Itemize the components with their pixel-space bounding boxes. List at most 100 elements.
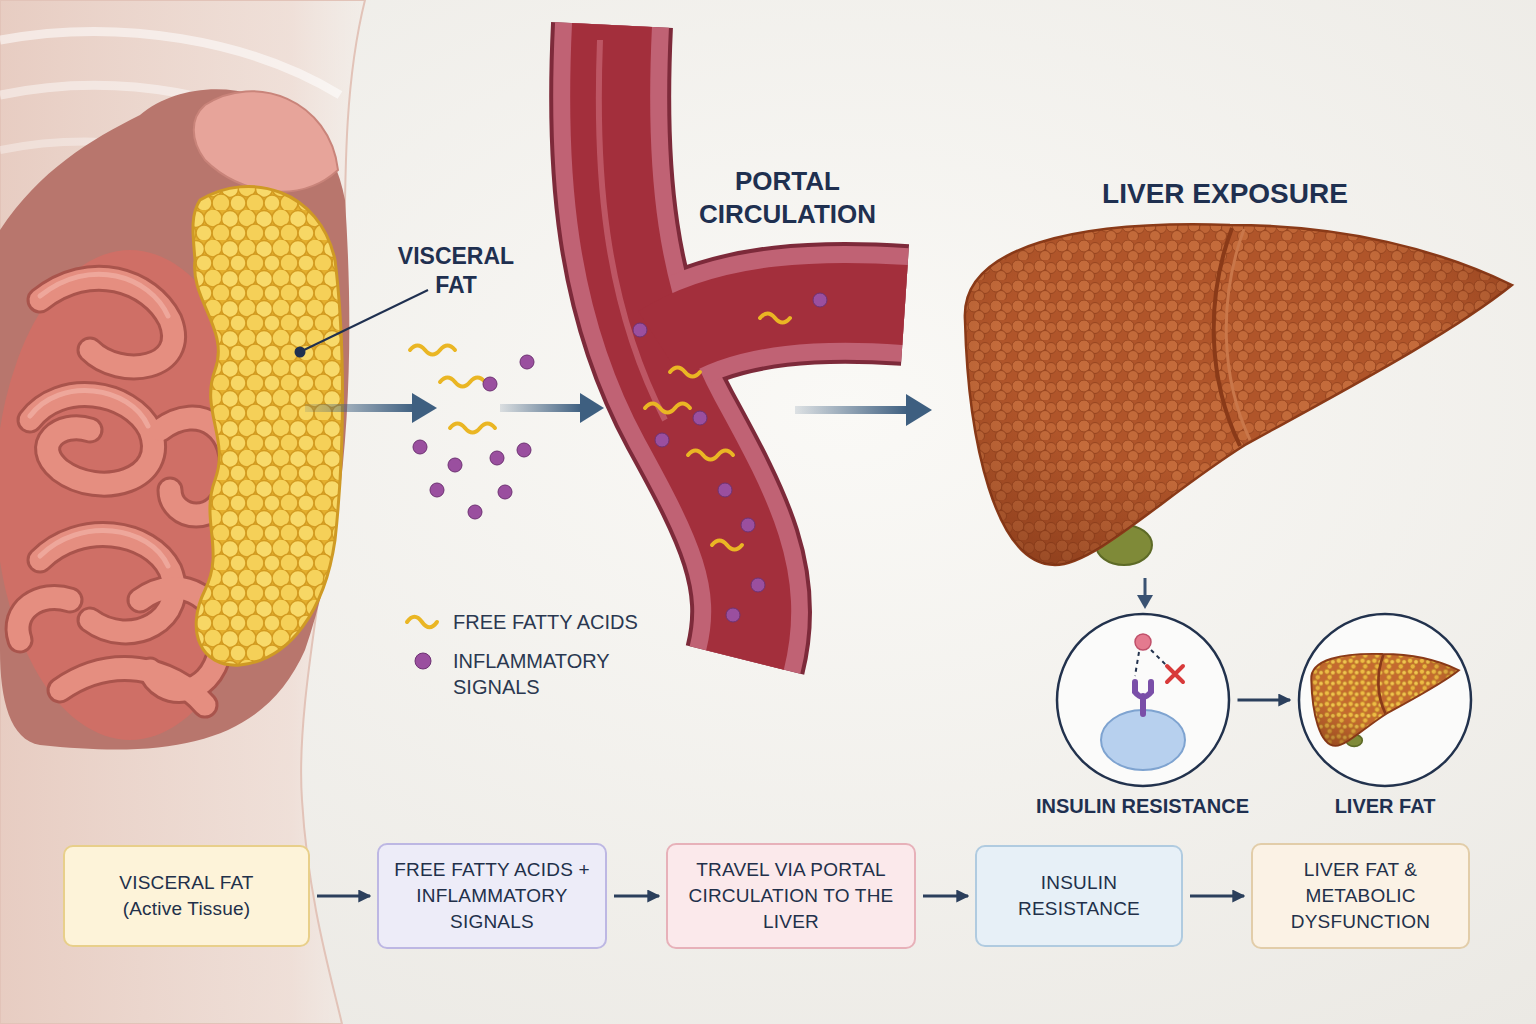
legend-text: INFLAMMATORY SIGNALS — [453, 648, 658, 700]
legend-row: INFLAMMATORY SIGNALS — [403, 648, 658, 700]
flow-arrow — [1238, 699, 1291, 702]
free-molecules-part-part — [490, 451, 504, 465]
flow-arrows-part — [795, 406, 908, 414]
box-text: LIVER FAT & METABOLIC DYSFUNCTION — [1265, 857, 1456, 936]
liver-illustration-part — [965, 224, 1512, 565]
leader-line-part — [304, 290, 428, 350]
molecules-in-vein-part-part — [655, 433, 669, 447]
molecules-in-vein-part-part — [726, 608, 740, 622]
process-box: VISCERAL FAT(Active Tissue) — [63, 845, 310, 947]
portal-vein-illustration — [599, 25, 905, 660]
box-subtext: (Active Tissue) — [123, 896, 251, 922]
molecules-in-vein-part-part — [718, 483, 732, 497]
flow-arrows-part — [1137, 595, 1153, 609]
legend-text: FREE FATTY ACIDS — [453, 609, 658, 635]
free-molecules-part-part — [517, 443, 531, 457]
circle-node: LIVER FAT — [1297, 612, 1473, 818]
process-box: TRAVEL VIA PORTAL CIRCULATION TO THE LIV… — [666, 843, 916, 950]
legend-swatch — [403, 609, 443, 635]
graphic-part — [1378, 655, 1385, 714]
legend-dot — [415, 653, 431, 669]
graphic-part — [1311, 654, 1459, 746]
molecules-in-vein — [633, 293, 827, 622]
graphic-part — [1167, 666, 1183, 682]
graphic-part — [1135, 682, 1151, 714]
molecules-in-vein-part-part — [670, 368, 700, 377]
torso-illustration-part-part — [30, 274, 168, 566]
flow-arrows-part — [580, 393, 604, 423]
free-molecules — [410, 346, 534, 520]
molecules-in-vein-part — [633, 293, 827, 622]
graphic-part — [1101, 710, 1185, 770]
molecules-in-vein-part-part — [633, 323, 647, 337]
insulin-receptor-art — [1101, 634, 1185, 770]
graphic-part — [1135, 634, 1151, 650]
torso-illustration-part-part-part — [40, 274, 168, 316]
process-box: FREE FATTY ACIDS + INFLAMMATORY SIGNALS — [377, 843, 607, 950]
legend-swatch — [403, 648, 443, 674]
portal-vein-illustration-part — [660, 303, 905, 345]
liver-illustration-part — [1226, 229, 1250, 440]
molecules-in-vein-part-part — [760, 314, 790, 323]
free-molecules-part-part — [413, 440, 427, 454]
free-molecules-part-part — [483, 377, 497, 391]
torso-illustration-part-part-part — [40, 278, 174, 367]
portal-vein-illustration-part — [599, 40, 665, 420]
molecules-in-vein-part-part — [741, 518, 755, 532]
free-molecules-part-part — [520, 355, 534, 369]
flow-arrows-part — [906, 394, 932, 426]
portal-vein-illustration-part — [660, 303, 905, 345]
torso-illustration — [0, 0, 365, 1024]
fatty-liver-art — [1311, 654, 1459, 747]
free-molecules-part-part — [448, 458, 462, 472]
torso-illustration-part — [193, 187, 343, 666]
free-molecules-part-part — [468, 505, 482, 519]
box-text: VISCERAL FAT — [119, 870, 253, 896]
free-molecules-part-part — [450, 424, 495, 433]
free-molecules-part — [410, 346, 495, 433]
box-text: INSULIN RESISTANCE — [989, 870, 1169, 922]
section-heading: LIVER EXPOSURE — [1075, 176, 1375, 212]
portal-vein-illustration-part — [660, 303, 905, 345]
torso-illustration-part-part-part — [18, 597, 70, 640]
free-molecules-part-part — [498, 485, 512, 499]
part-label: VISCERAL FAT — [386, 242, 526, 300]
molecules-in-vein-part — [645, 314, 790, 550]
liver-illustration-part — [965, 224, 1512, 565]
free-molecules-part-part — [430, 483, 444, 497]
flow-arrow — [923, 895, 968, 898]
torso-illustration-part-part-part — [40, 531, 168, 566]
flow-arrows-part — [412, 393, 437, 423]
torso-illustration-part-part-part — [30, 391, 148, 426]
leader-line — [295, 290, 429, 358]
flow-arrow — [317, 895, 370, 898]
torso-illustration-part — [194, 91, 338, 192]
section-heading: PORTAL CIRCULATION — [680, 165, 895, 231]
circle-outline — [1057, 614, 1229, 786]
graphic-part — [1311, 654, 1459, 747]
circle-label: LIVER FAT — [1297, 794, 1473, 818]
molecules-in-vein-part-part — [693, 411, 707, 425]
process-box: INSULIN RESISTANCE — [975, 845, 1183, 947]
circle-label: INSULIN RESISTANCE — [1010, 794, 1275, 818]
flow-arrow — [1190, 895, 1244, 898]
circle-shape — [1055, 612, 1231, 788]
molecules-in-vein-part-part — [813, 293, 827, 307]
flow-arrows-part — [500, 404, 582, 412]
free-molecules-part-part — [440, 378, 485, 387]
liver-illustration — [965, 224, 1512, 565]
molecules-in-vein-part-part — [688, 451, 733, 460]
process-box: LIVER FAT & METABOLIC DYSFUNCTION — [1251, 843, 1470, 950]
graphic-part — [1135, 650, 1169, 676]
molecules-in-vein-part-part — [645, 404, 690, 413]
torso-illustration-part-part-part — [40, 278, 174, 367]
legend-squiggle — [407, 617, 437, 628]
free-molecules-part — [413, 355, 534, 519]
graphic-part — [1311, 654, 1459, 746]
circle-node: INSULIN RESISTANCE — [1010, 612, 1275, 818]
flow-arrows-part — [305, 404, 415, 412]
molecules-in-vein-part-part — [751, 578, 765, 592]
